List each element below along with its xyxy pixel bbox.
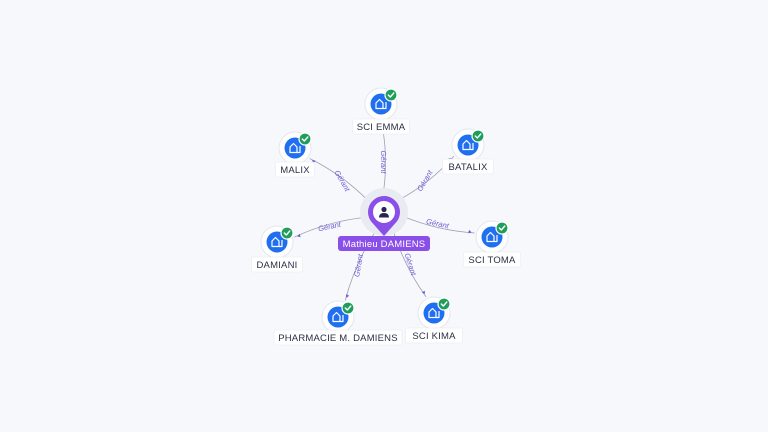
- company-label-box: [251, 256, 303, 273]
- company-label-box: [352, 118, 410, 135]
- arrow-head: [468, 229, 472, 234]
- edge-line: [403, 216, 475, 234]
- company-name-label: SCI TOMA: [468, 255, 516, 266]
- building-icon: [428, 307, 440, 319]
- company-label-box: [274, 161, 316, 178]
- company-node-malix[interactable]: MALIX: [274, 131, 316, 178]
- company-node-sci-emma[interactable]: SCI EMMA: [352, 87, 410, 135]
- person-icon: [379, 206, 389, 218]
- edge-sci-toma: Gérant: [403, 216, 475, 234]
- edge-label: Gérant: [333, 169, 353, 194]
- edge-label: Gérant: [425, 217, 450, 231]
- company-label-box: [442, 158, 494, 175]
- company-name-label: SCI EMMA: [357, 122, 406, 133]
- center-person-node[interactable]: Mathieu DAMIENS: [338, 188, 430, 251]
- verified-check-icon: [341, 301, 355, 315]
- company-name-label: MALIX: [280, 165, 310, 176]
- edge-line: [294, 217, 365, 238]
- building-icon: [332, 311, 344, 323]
- person-label-box: [338, 236, 430, 251]
- building-icon: [486, 231, 498, 243]
- building-icon: [462, 139, 474, 151]
- verified-check-icon: [280, 226, 294, 240]
- arrow-head: [297, 233, 301, 238]
- company-name-label: SCI KIMA: [412, 331, 456, 342]
- company-name-label: DAMIANI: [257, 260, 298, 271]
- company-node-sci-toma[interactable]: SCI TOMA: [463, 220, 521, 268]
- company-label-box: [405, 327, 463, 344]
- verified-check-icon: [437, 297, 451, 311]
- edge-label: Gérant: [317, 220, 342, 234]
- company-node-sci-kima[interactable]: SCI KIMA: [405, 296, 463, 344]
- verified-check-icon: [298, 132, 312, 146]
- person-name-label: Mathieu DAMIENS: [343, 239, 426, 250]
- arrow-head: [421, 290, 425, 295]
- verified-check-icon: [495, 221, 509, 235]
- edge-label: Gérant: [352, 253, 365, 278]
- edge-line: [309, 158, 369, 201]
- company-name-label: PHARMACIE M. DAMIENS: [278, 333, 398, 344]
- edge-label: Gérant: [379, 151, 388, 175]
- edge-malix: Gérant: [309, 158, 369, 201]
- building-icon: [375, 98, 387, 110]
- company-name-label: BATALIX: [448, 162, 488, 173]
- edge-label: Gérant: [403, 252, 419, 277]
- company-label-box: [463, 251, 521, 268]
- company-node-pharmacie[interactable]: PHARMACIE M. DAMIENS: [273, 300, 403, 346]
- building-icon: [271, 236, 283, 248]
- company-node-damiani[interactable]: DAMIANI: [251, 225, 303, 273]
- arrow-head: [345, 294, 350, 298]
- building-icon: [289, 142, 301, 154]
- verified-check-icon: [471, 129, 485, 143]
- verified-check-icon: [384, 88, 398, 102]
- edge-damiani: Gérant: [294, 217, 365, 238]
- company-node-batalix[interactable]: BATALIX: [442, 128, 494, 175]
- nodes-layer: SCI EMMA BATALIX SCI TOMA SCI KIMA PHARMACIE…: [251, 87, 521, 346]
- company-label-box: [273, 329, 403, 346]
- edge-label: Gérant: [415, 168, 435, 193]
